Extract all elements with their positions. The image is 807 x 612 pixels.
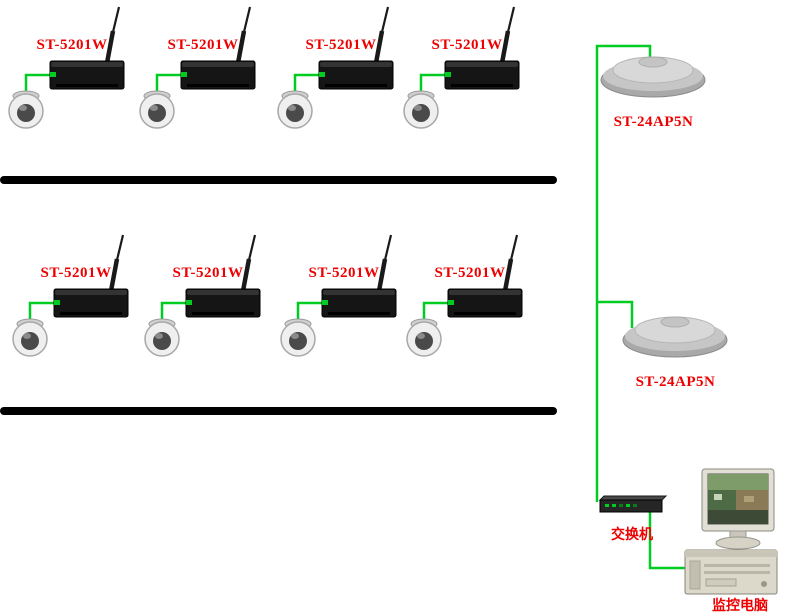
computer-group: 监控电脑 — [684, 468, 780, 612]
transmitter-camera-icon — [4, 233, 154, 363]
transmitter-camera-icon — [136, 233, 286, 363]
transmitter-unit-1: ST-5201W — [0, 5, 150, 135]
transmitter-camera-icon — [395, 5, 545, 135]
transmitter-unit-2: ST-5201W — [131, 5, 281, 135]
cable-switch-to-computer — [648, 512, 690, 570]
transmitter-label: ST-5201W — [36, 37, 108, 53]
branch-cable-ap2 — [597, 300, 634, 328]
access-point-label: ST-24AP5N — [635, 374, 716, 390]
transmitter-unit-8: ST-5201W — [398, 233, 548, 363]
monitor-icon — [701, 468, 775, 550]
transmitter-unit-7: ST-5201W — [272, 233, 422, 363]
switch-label: 交换机 — [611, 528, 653, 543]
computer-label: 监控电脑 — [712, 599, 768, 612]
switch-icon — [598, 495, 668, 513]
transmitter-unit-4: ST-5201W — [395, 5, 545, 135]
transmitter-unit-3: ST-5201W — [269, 5, 419, 135]
transmitter-label: ST-5201W — [434, 265, 506, 281]
transmitter-label: ST-5201W — [305, 37, 377, 53]
ceiling-ap-icon — [596, 38, 711, 100]
access-point-2: ST-24AP5N — [618, 298, 733, 391]
transmitter-unit-6: ST-5201W — [136, 233, 286, 363]
transmitter-camera-icon — [398, 233, 548, 363]
transmitter-label: ST-5201W — [172, 265, 244, 281]
ceiling-ap-icon — [618, 298, 733, 360]
floor-divider-2 — [0, 407, 557, 415]
switch-group: 交换机 — [596, 492, 668, 544]
access-point-label: ST-24AP5N — [613, 114, 694, 130]
transmitter-label: ST-5201W — [431, 37, 503, 53]
transmitter-label: ST-5201W — [167, 37, 239, 53]
floor-divider-1 — [0, 176, 557, 184]
transmitter-label: ST-5201W — [40, 265, 112, 281]
transmitter-unit-5: ST-5201W — [4, 233, 154, 363]
access-point-1: ST-24AP5N — [596, 38, 711, 131]
transmitter-label: ST-5201W — [308, 265, 380, 281]
transmitter-camera-icon — [131, 5, 281, 135]
computer-case-icon — [684, 549, 778, 595]
transmitter-camera-icon — [0, 5, 150, 135]
